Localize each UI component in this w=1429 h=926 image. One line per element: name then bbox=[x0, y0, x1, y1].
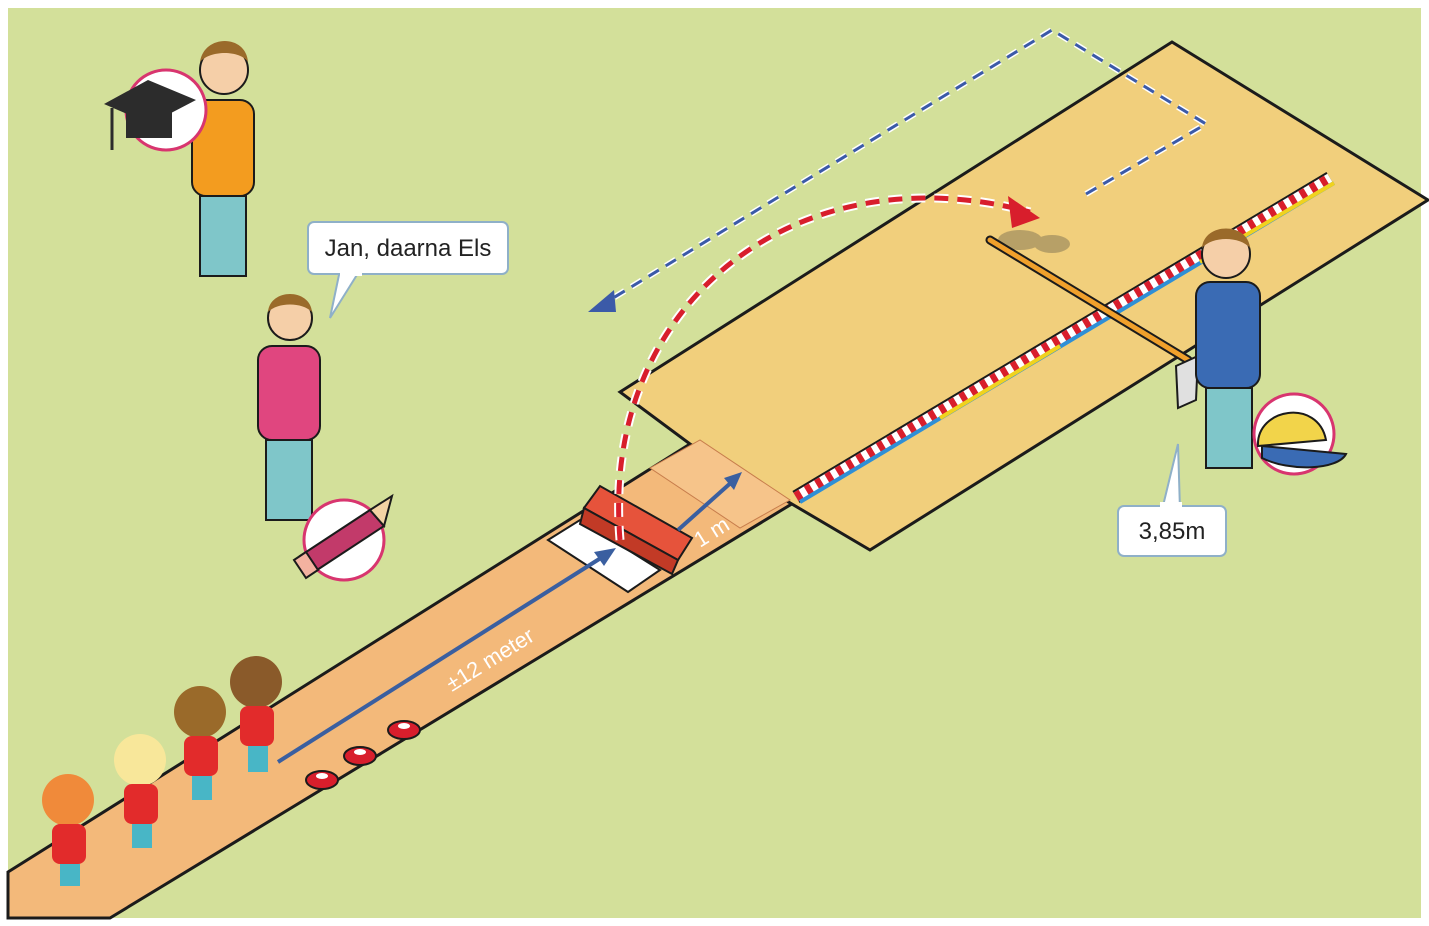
return-arrowhead bbox=[588, 290, 616, 312]
graduation-cap-badge bbox=[104, 68, 208, 152]
speech-bubble: Jan, daarna Els bbox=[307, 221, 509, 319]
svg-text:3,85m: 3,85m bbox=[1139, 518, 1206, 545]
jump-arrowhead bbox=[1008, 196, 1040, 228]
teacher-orange bbox=[191, 41, 255, 277]
cone-icon bbox=[343, 746, 377, 766]
cone-icon bbox=[387, 720, 421, 740]
cone-icon bbox=[305, 770, 339, 790]
takeoff-zone bbox=[649, 439, 791, 529]
cap-icon bbox=[1256, 411, 1348, 469]
sand-pit bbox=[617, 40, 1429, 552]
footprints bbox=[998, 230, 1070, 253]
child-1 bbox=[42, 774, 94, 886]
cones bbox=[305, 720, 421, 790]
cap-badge bbox=[1252, 392, 1348, 476]
pencil-badge bbox=[292, 493, 394, 582]
rake-icon bbox=[985, 235, 1200, 410]
runup-arrow bbox=[276, 554, 606, 764]
svg-text:Jan, daarna Els: Jan, daarna Els bbox=[325, 235, 492, 262]
child-3 bbox=[174, 686, 226, 800]
pencil-icon bbox=[292, 493, 394, 580]
measurer-blue bbox=[1195, 228, 1261, 469]
measurement-bubble: 3,85m bbox=[1117, 443, 1227, 557]
graduation-cap-icon bbox=[104, 80, 196, 150]
takeoff-block bbox=[578, 484, 694, 576]
child-4 bbox=[230, 656, 282, 772]
recorder-pink bbox=[257, 294, 321, 521]
child-2 bbox=[114, 734, 166, 848]
zone-arrow bbox=[676, 478, 736, 532]
